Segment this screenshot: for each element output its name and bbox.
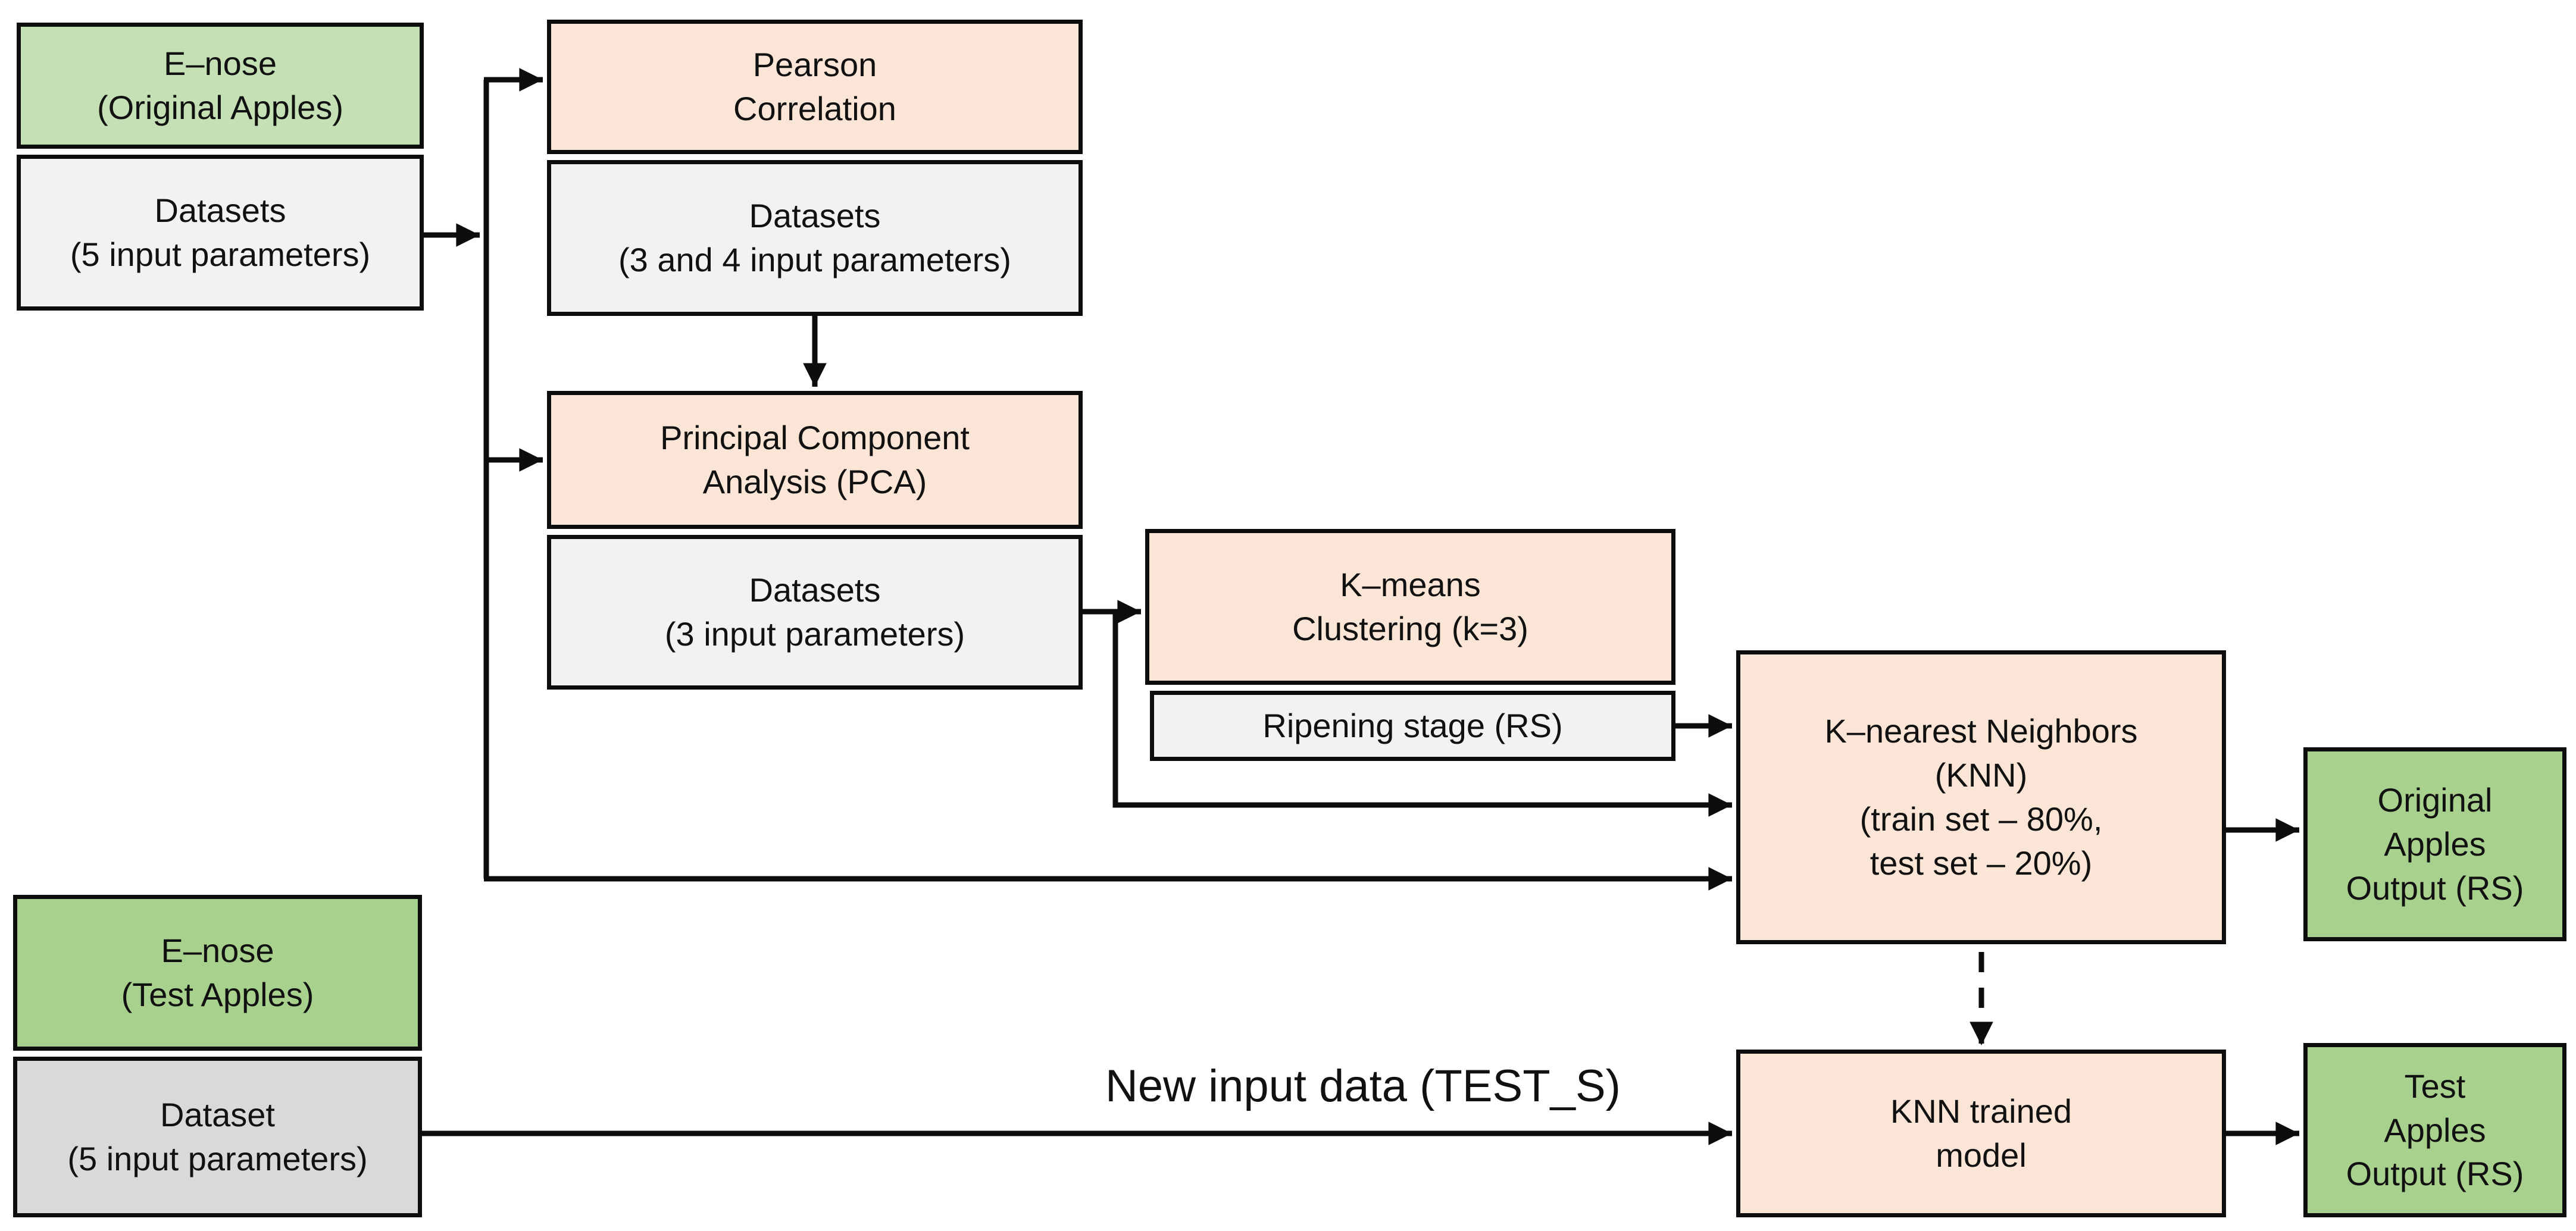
box-label-line: Original: [2377, 781, 2493, 819]
datasets-3-box: Datasets (3 input parameters): [547, 535, 1083, 690]
box-label-line: K–means: [1340, 566, 1481, 604]
enose-test-apples-box: E–nose (Test Apples): [13, 895, 422, 1051]
box-label-line: (Test Apples): [121, 976, 314, 1013]
box-label-line: (3 input parameters): [664, 615, 965, 653]
box-label-line: Apples: [2384, 1111, 2486, 1149]
box-label-line: Clustering (k=3): [1292, 610, 1528, 647]
knn-trained-model-box: KNN trained model: [1736, 1050, 2226, 1217]
box-label-line: Dataset: [160, 1096, 275, 1134]
test-apples-output-box: Test Apples Output (RS): [2303, 1043, 2566, 1217]
original-apples-output-box: Original Apples Output (RS): [2303, 747, 2566, 941]
box-label-line: Analysis (PCA): [702, 463, 927, 500]
pearson-correlation-box: Pearson Correlation: [547, 20, 1083, 154]
box-label-line: (KNN): [1934, 756, 2028, 794]
box-label-line: E–nose: [161, 932, 274, 970]
box-label-line: (5 input parameters): [67, 1140, 368, 1177]
box-label-line: test set – 20%): [1870, 844, 2093, 882]
box-label-line: Datasets: [749, 571, 881, 609]
enose-original-apples-box: E–nose (Original Apples): [17, 23, 424, 149]
box-label-line: Apples: [2384, 825, 2486, 863]
box-label-line: Principal Component: [660, 419, 970, 457]
box-label-line: Output (RS): [2346, 1155, 2524, 1193]
pca-box: Principal Component Analysis (PCA): [547, 391, 1083, 529]
kmeans-clustering-box: K–means Clustering (k=3): [1145, 529, 1675, 685]
box-label-line: (Original Apples): [97, 89, 343, 126]
box-label-line: Datasets: [749, 197, 881, 235]
knn-box: K–nearest Neighbors (KNN) (train set – 8…: [1736, 650, 2226, 944]
box-label-line: model: [1936, 1136, 2027, 1174]
box-label-line: Ripening stage (RS): [1262, 707, 1563, 745]
box-label-line: (5 input parameters): [70, 236, 371, 273]
dataset-test-box: Dataset (5 input parameters): [13, 1057, 422, 1217]
box-label-line: KNN trained: [1890, 1092, 2072, 1130]
box-label-line: Output (RS): [2346, 869, 2524, 907]
datasets-original-box: Datasets (5 input parameters): [17, 155, 424, 311]
datasets-3-and-4-box: Datasets (3 and 4 input parameters): [547, 160, 1083, 316]
box-label-line: E–nose: [164, 45, 277, 83]
box-label-line: Pearson: [752, 46, 877, 84]
box-label-line: Correlation: [733, 90, 896, 127]
box-label-line: Test: [2404, 1067, 2466, 1105]
ripening-stage-box: Ripening stage (RS): [1150, 691, 1675, 761]
box-label-line: K–nearest Neighbors: [1824, 712, 2138, 750]
box-label-line: Datasets: [154, 192, 286, 230]
new-input-data-label: New input data (TEST_S): [1105, 1061, 1621, 1111]
box-label-line: (3 and 4 input parameters): [618, 241, 1011, 278]
box-label-line: (train set – 80%,: [1859, 800, 2103, 838]
